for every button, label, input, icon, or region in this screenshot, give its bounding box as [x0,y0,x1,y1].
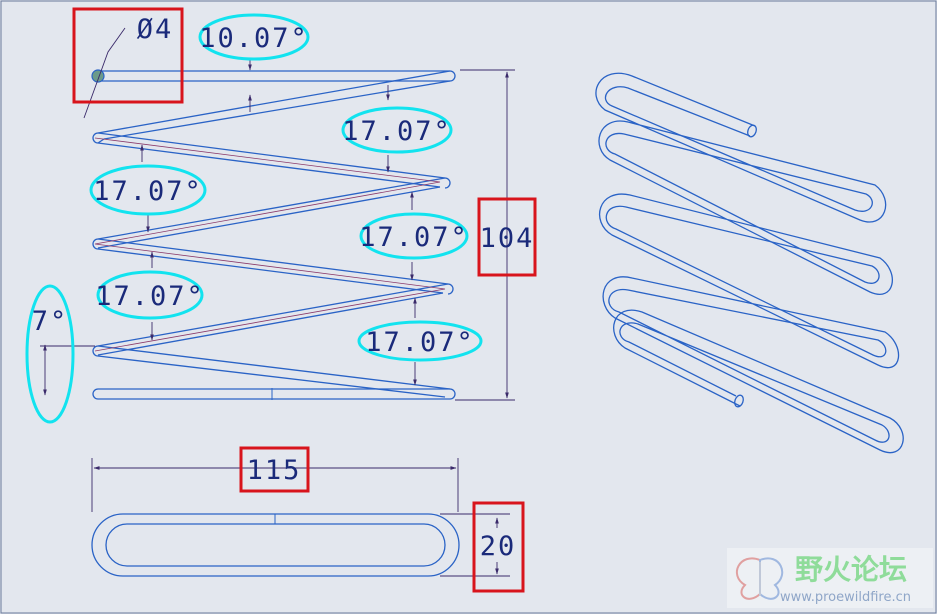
watermark-site-name: 野火论坛 [795,553,907,586]
bottom-bar-wire [92,388,456,400]
centerline [94,137,446,352]
highlight-ellipse [89,164,207,216]
butterfly-logo-icon [735,557,784,600]
height-label: 104 [480,223,535,254]
isometric-view [595,72,904,454]
bend-left-3 [92,345,99,357]
highlight-box [239,446,310,493]
watermark: 野火论坛 www.proewildfire.cn [727,548,933,608]
loop-inner [105,523,446,567]
watermark-panel [727,548,933,608]
highlight-ellipse [341,106,453,154]
top-view [91,458,510,577]
diameter-label: Ø4 [137,14,174,45]
front-view [40,27,515,401]
highlight-ellipse [357,320,483,362]
highlight-box [477,197,537,277]
zig-3 [97,177,446,249]
wire-section-circle [91,69,105,83]
diameter-leader [83,27,126,119]
wire-end-top [747,124,757,138]
highlight-ellipse [359,212,469,260]
wire-end-bottom [734,394,744,408]
bend-right-1 [444,177,451,189]
zig-1 [97,70,451,140]
zig-5 [97,283,449,356]
width-label: 115 [247,455,302,486]
angle-left-2-label: 17.07° [95,281,205,312]
bend-left-2 [92,238,99,250]
highlight-box [472,501,525,593]
angle-right-3-label: 17.07° [365,327,475,358]
angle-callouts: 10.07° 17.07° 17.07° 17.07° 17.07° 17.07… [25,13,483,424]
angle-right-1-label: 17.07° [342,116,452,147]
bend-right-2 [447,283,454,295]
angle-top-label: 10.07° [199,23,309,54]
highlight-ellipse [25,284,75,424]
watermark-url: www.proewildfire.cn [780,590,911,605]
angle-left-1-label: 17.07° [93,176,203,207]
zig-4 [97,238,449,294]
spring-iso-inner [604,86,890,443]
linear-callouts: Ø4 104 115 20 [72,7,537,593]
bend-left-1 [92,132,105,144]
highlight-ellipse [198,13,310,61]
zig-6 [97,345,451,398]
top-bar-wire [98,70,456,82]
angle-bottom-left-label: 7° [32,306,69,337]
spring-iso-outer [595,72,904,454]
highlight-ellipse [96,270,204,320]
highlight-box [72,7,184,104]
angle-right-2-label: 17.07° [359,222,469,253]
depth-label: 20 [480,531,517,562]
